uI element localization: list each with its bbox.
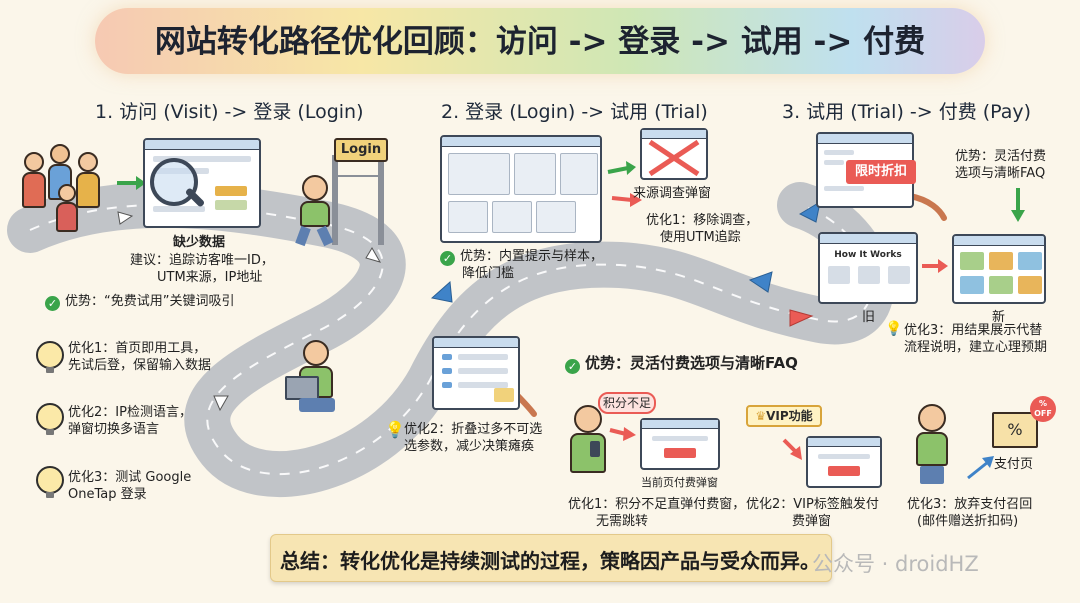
s3-opt2-line1: 优化2：VIP标签触发付 <box>746 497 879 512</box>
lightbulb-icon <box>36 466 64 498</box>
how-it-works-heading: How It Works <box>834 250 902 260</box>
s1-opt1-line2: 先试后登，保留输入数据 <box>68 358 212 373</box>
s3-abandon-line1: 优化3：放弃支付召回 <box>907 497 1033 512</box>
login-sign: Login <box>334 138 388 162</box>
email-discount-icon: % <box>992 412 1038 448</box>
login-gate <box>328 135 388 245</box>
s3-adv-bottom: ✓优势：灵活付费选项与清晰FAQ <box>565 355 798 374</box>
visitors-group <box>20 140 115 240</box>
laptop-user <box>285 340 345 420</box>
limited-discount-banner[interactable]: 限时折扣 <box>846 160 916 184</box>
s2-advantage-line1: ✓优势：内置提示与样本， <box>440 248 603 266</box>
s1-opt1-line1: 优化1：首页即用工具， <box>68 341 207 356</box>
survey-popup-title: 来源调查弹窗 <box>633 186 712 201</box>
s3-opt1-line2: 无需跳转 <box>596 514 649 529</box>
vip-pay-popup <box>806 436 882 488</box>
survey-popup <box>640 128 708 180</box>
page-title: 网站转化路径优化回顾：访问 -> 登录 -> 试用 -> 付费 <box>154 24 926 60</box>
s3-opt1-line1: 优化1：积分不足直弹付费窗， <box>568 497 746 512</box>
s1-opt3-line2: OneTap 登录 <box>68 487 147 502</box>
title-banner <box>95 8 985 74</box>
new-label: 新 <box>992 310 1006 325</box>
pay-page-label: 支付页 <box>994 457 1034 472</box>
s3-adv-top-line1: 优势：灵活付费 <box>955 149 1047 164</box>
magnifier-icon <box>150 158 198 206</box>
s1-opt2-line2: 弹窗切换多语言 <box>68 422 160 437</box>
off-badge: % OFF <box>1030 396 1056 422</box>
s2-opt2-line1: 优化2：折叠过多不可选 <box>404 422 543 437</box>
suggestion-line-1: 建议：追踪访客唯一ID， <box>130 253 274 268</box>
s3-opt2-line2: 费弹窗 <box>792 514 832 529</box>
how-it-works-old-page: How It Works <box>818 232 918 304</box>
lightbulb-icon: 💡 <box>385 420 405 439</box>
s3-adv-top-line2: 选项与清晰FAQ <box>955 166 1046 181</box>
missing-data-label: 缺少数据 <box>173 235 226 250</box>
trial-page-mockup <box>440 135 602 243</box>
sad-user <box>910 404 954 484</box>
lightbulb-icon: 💡 <box>885 321 903 337</box>
section1-advantage: ✓优势：“免费试用”关键词吸引 <box>45 293 234 311</box>
lightbulb-icon <box>36 403 64 435</box>
s1-opt3-line1: 优化3：测试 Google <box>68 470 192 485</box>
current-popup-label: 当前页付费弹窗 <box>641 476 718 489</box>
stage-1-title: 1. 访问 (Visit) -> 登录 (Login) <box>95 101 364 123</box>
summary-banner <box>270 534 832 582</box>
lightbulb-icon <box>36 341 64 373</box>
s2-advantage-line2: 降低门槛 <box>462 266 515 281</box>
summary-text: 总结：转化优化是持续测试的过程，策略因产品与受众而异。 <box>280 549 820 573</box>
s1-opt2-line1: 优化2：IP检测语言， <box>68 405 192 420</box>
vip-badge[interactable]: ♛VIP功能 <box>746 405 822 427</box>
suggestion-line-2: UTM来源，IP地址 <box>157 270 263 285</box>
s3-opt3-line2: 流程说明，建立心理预期 <box>904 340 1048 355</box>
results-new-page <box>952 234 1046 304</box>
watermark: 公众号 · droidHZ <box>812 552 979 576</box>
stage-3-title: 3. 试用 (Trial) -> 付费 (Pay) <box>782 101 1032 123</box>
s2-opt1-line2: 使用UTM追踪 <box>660 230 741 245</box>
s3-opt3-line1: 优化3：用结果展示代替 <box>904 323 1043 338</box>
s2-opt2-line2: 选参数，减少决策瘫痪 <box>404 439 535 454</box>
phone-user <box>564 405 614 475</box>
s2-opt1-line1: 优化1：移除调查， <box>646 213 759 228</box>
running-user <box>290 175 340 247</box>
collapsed-params-mockup <box>432 336 520 410</box>
inline-pay-popup <box>640 418 720 470</box>
insufficient-credits-bubble: 积分不足 <box>598 392 656 414</box>
s3-abandon-line2: (邮件赠送折扣码) <box>917 514 1019 529</box>
stage-2-title: 2. 登录 (Login) -> 试用 (Trial) <box>441 101 708 123</box>
old-label: 旧 <box>862 310 876 325</box>
